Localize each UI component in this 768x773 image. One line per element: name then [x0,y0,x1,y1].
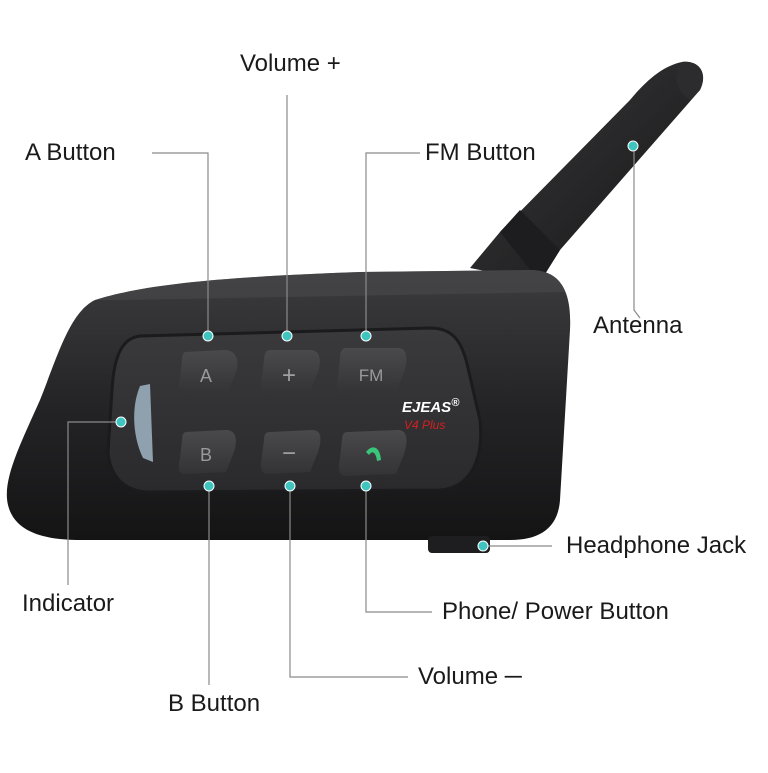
fm-button[interactable]: FM [336,348,407,394]
button-a-glyph: A [200,366,212,386]
button-minus[interactable]: − [260,430,321,474]
label-phone-power-button: Phone/ Power Button [442,598,669,625]
headphone-jack [428,536,490,553]
button-plus-glyph: + [282,362,296,389]
indicator-light [134,384,153,462]
brand-logo: EJEAS® [402,397,460,416]
leader-lines [67,95,641,685]
label-volume-plus: Volume + [240,50,341,77]
antenna [470,61,704,283]
fm-button-glyph: FM [359,366,384,385]
label-indicator: Indicator [22,590,115,617]
model-name: V4 Plus [404,418,445,432]
button-minus-glyph: − [282,440,296,467]
button-a[interactable]: A [178,350,238,394]
phone-icon [366,447,381,461]
label-headphone-jack: Headphone Jack [566,532,747,559]
button-plus[interactable]: + [260,350,320,394]
callout-dots [115,140,639,552]
button-b[interactable]: B [178,430,236,474]
label-volume-minus: Volume ─ [418,663,522,690]
label-antenna: Antenna [593,312,683,339]
phone-power-button[interactable] [338,430,407,476]
button-b-glyph: B [200,445,212,465]
label-b-button: B Button [168,690,261,717]
label-a-button: A Button [25,139,116,166]
label-fm-button: FM Button [425,139,536,166]
